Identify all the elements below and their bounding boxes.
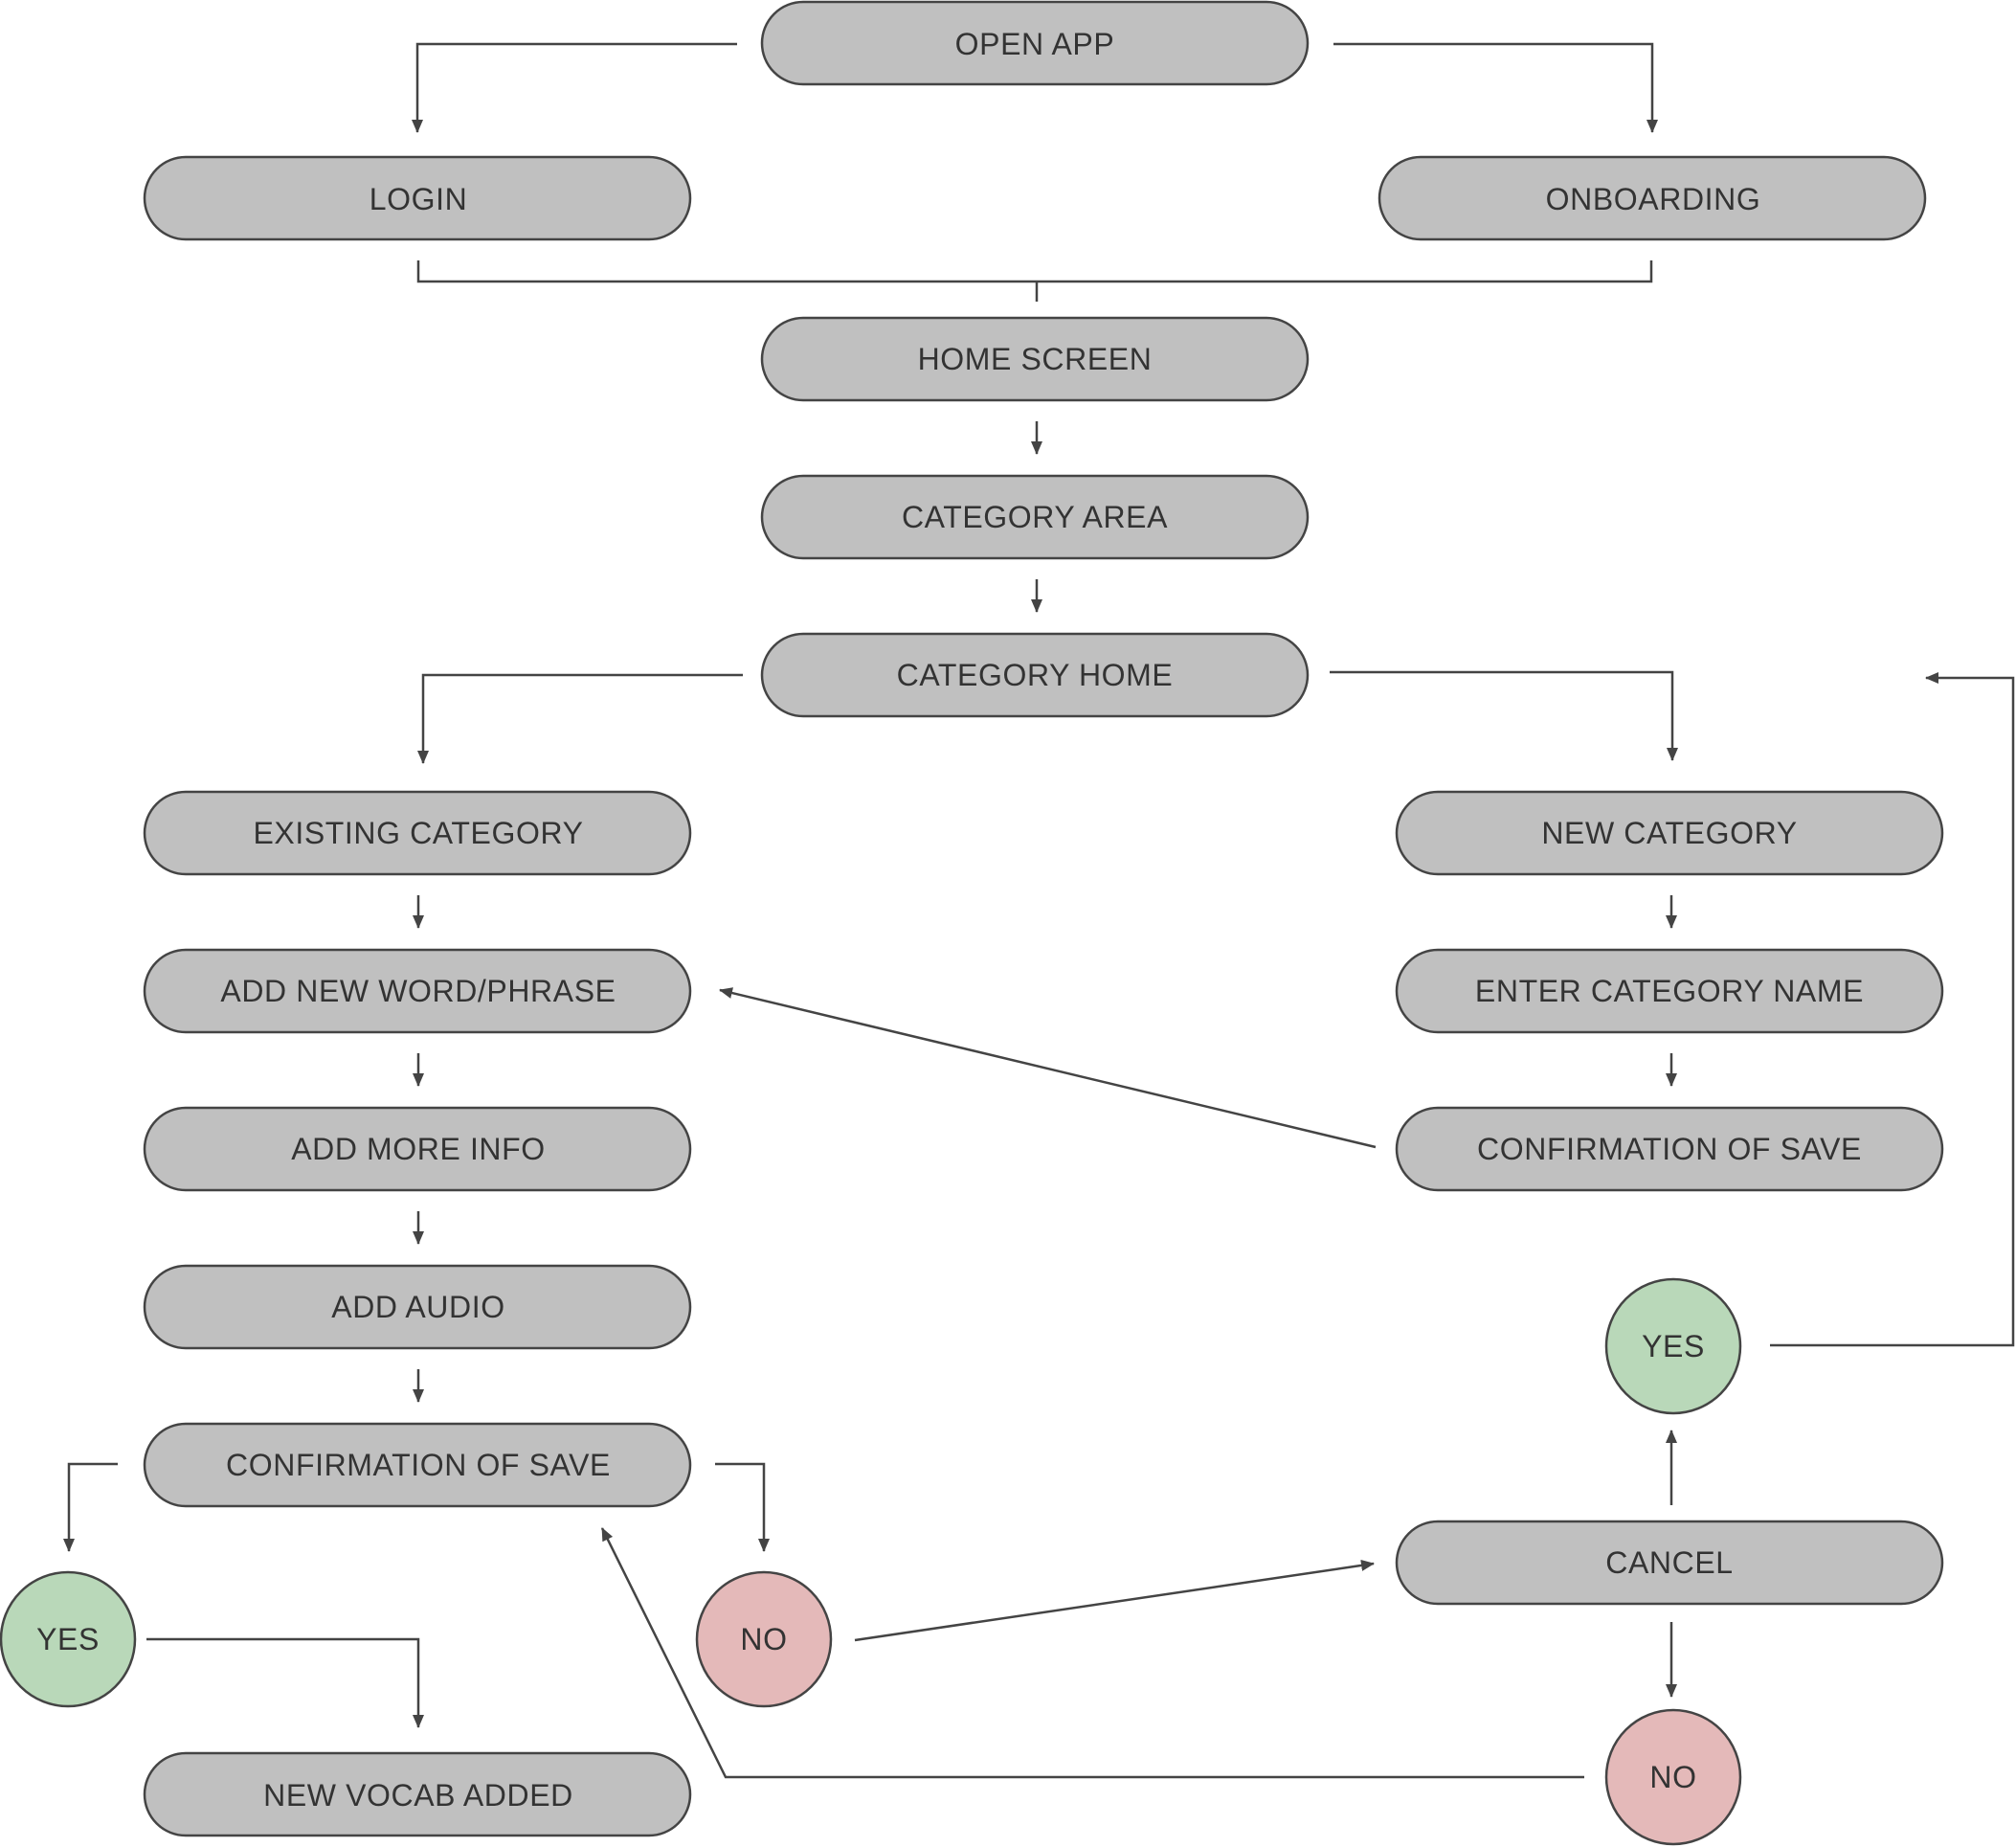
connector-confirm-to-no xyxy=(715,1462,770,1552)
node-new-category-label: NEW CATEGORY xyxy=(1541,816,1797,850)
connector-login-onboarding-merge xyxy=(416,260,1653,283)
node-new-vocab-added-label: NEW VOCAB ADDED xyxy=(263,1778,573,1813)
node-enter-category-name-label: ENTER CATEGORY NAME xyxy=(1475,974,1864,1008)
node-new-category: NEW CATEGORY xyxy=(1395,790,1944,876)
node-add-more-info: ADD MORE INFO xyxy=(143,1106,692,1192)
node-add-new-word: ADD NEW WORD/PHRASE xyxy=(143,948,692,1034)
node-open-app: OPEN APP xyxy=(760,0,1310,86)
node-category-home: CATEGORY HOME xyxy=(760,632,1310,718)
node-existing-category-label: EXISTING CATEGORY xyxy=(253,816,583,850)
node-cancel: CANCEL xyxy=(1395,1520,1944,1606)
connector-yes-right-loop xyxy=(1770,672,2015,1347)
node-home-screen-label: HOME SCREEN xyxy=(918,342,1153,376)
connector-category-home-to-existing xyxy=(417,673,743,764)
node-category-area-label: CATEGORY AREA xyxy=(902,500,1168,534)
node-new-vocab-added: NEW VOCAB ADDED xyxy=(143,1751,692,1837)
connector-no-right-to-confirm xyxy=(600,1527,1584,1779)
node-confirmation-of-save-right-label: CONFIRMATION OF SAVE xyxy=(1477,1132,1862,1166)
node-confirmation-of-save-left: CONFIRMATION OF SAVE xyxy=(143,1422,692,1508)
nodes: OPEN APP LOGIN ONBOARDING HOME SCREEN CA… xyxy=(0,0,1944,1846)
connector-confirm-to-yes xyxy=(63,1462,118,1552)
connector-yes-to-new-vocab xyxy=(146,1637,424,1728)
node-cancel-label: CANCEL xyxy=(1605,1545,1733,1580)
node-add-audio: ADD AUDIO xyxy=(143,1264,692,1350)
node-add-more-info-label: ADD MORE INFO xyxy=(291,1132,546,1166)
node-login-label: LOGIN xyxy=(370,182,468,216)
connector-confirm-right-to-add-word xyxy=(719,987,1377,1149)
node-login: LOGIN xyxy=(143,155,692,241)
connector-category-home-to-new xyxy=(1330,670,1678,761)
connector-no-to-cancel xyxy=(854,1559,1375,1642)
node-yes-left: YES xyxy=(0,1570,137,1708)
connectors xyxy=(63,42,2015,1779)
node-no-right: NO xyxy=(1604,1708,1742,1846)
node-confirmation-of-save-right: CONFIRMATION OF SAVE xyxy=(1395,1106,1944,1192)
connector-open-app-to-onboarding xyxy=(1333,42,1658,133)
node-confirmation-of-save-left-label: CONFIRMATION OF SAVE xyxy=(226,1448,611,1482)
node-category-area: CATEGORY AREA xyxy=(760,474,1310,560)
node-onboarding: ONBOARDING xyxy=(1378,155,1927,241)
node-onboarding-label: ONBOARDING xyxy=(1546,182,1761,216)
node-enter-category-name: ENTER CATEGORY NAME xyxy=(1395,948,1944,1034)
node-no-left-label: NO xyxy=(740,1622,787,1656)
node-home-screen: HOME SCREEN xyxy=(760,316,1310,402)
node-no-left: NO xyxy=(695,1570,833,1708)
node-add-audio-label: ADD AUDIO xyxy=(331,1290,504,1324)
node-existing-category: EXISTING CATEGORY xyxy=(143,790,692,876)
node-no-right-label: NO xyxy=(1649,1760,1696,1794)
connector-open-app-to-login xyxy=(412,42,737,133)
node-open-app-label: OPEN APP xyxy=(955,27,1115,61)
node-category-home-label: CATEGORY HOME xyxy=(897,658,1174,692)
node-yes-left-label: YES xyxy=(36,1622,100,1656)
node-yes-right: YES xyxy=(1604,1277,1742,1415)
node-add-new-word-label: ADD NEW WORD/PHRASE xyxy=(220,974,616,1008)
node-yes-right-label: YES xyxy=(1642,1329,1705,1363)
